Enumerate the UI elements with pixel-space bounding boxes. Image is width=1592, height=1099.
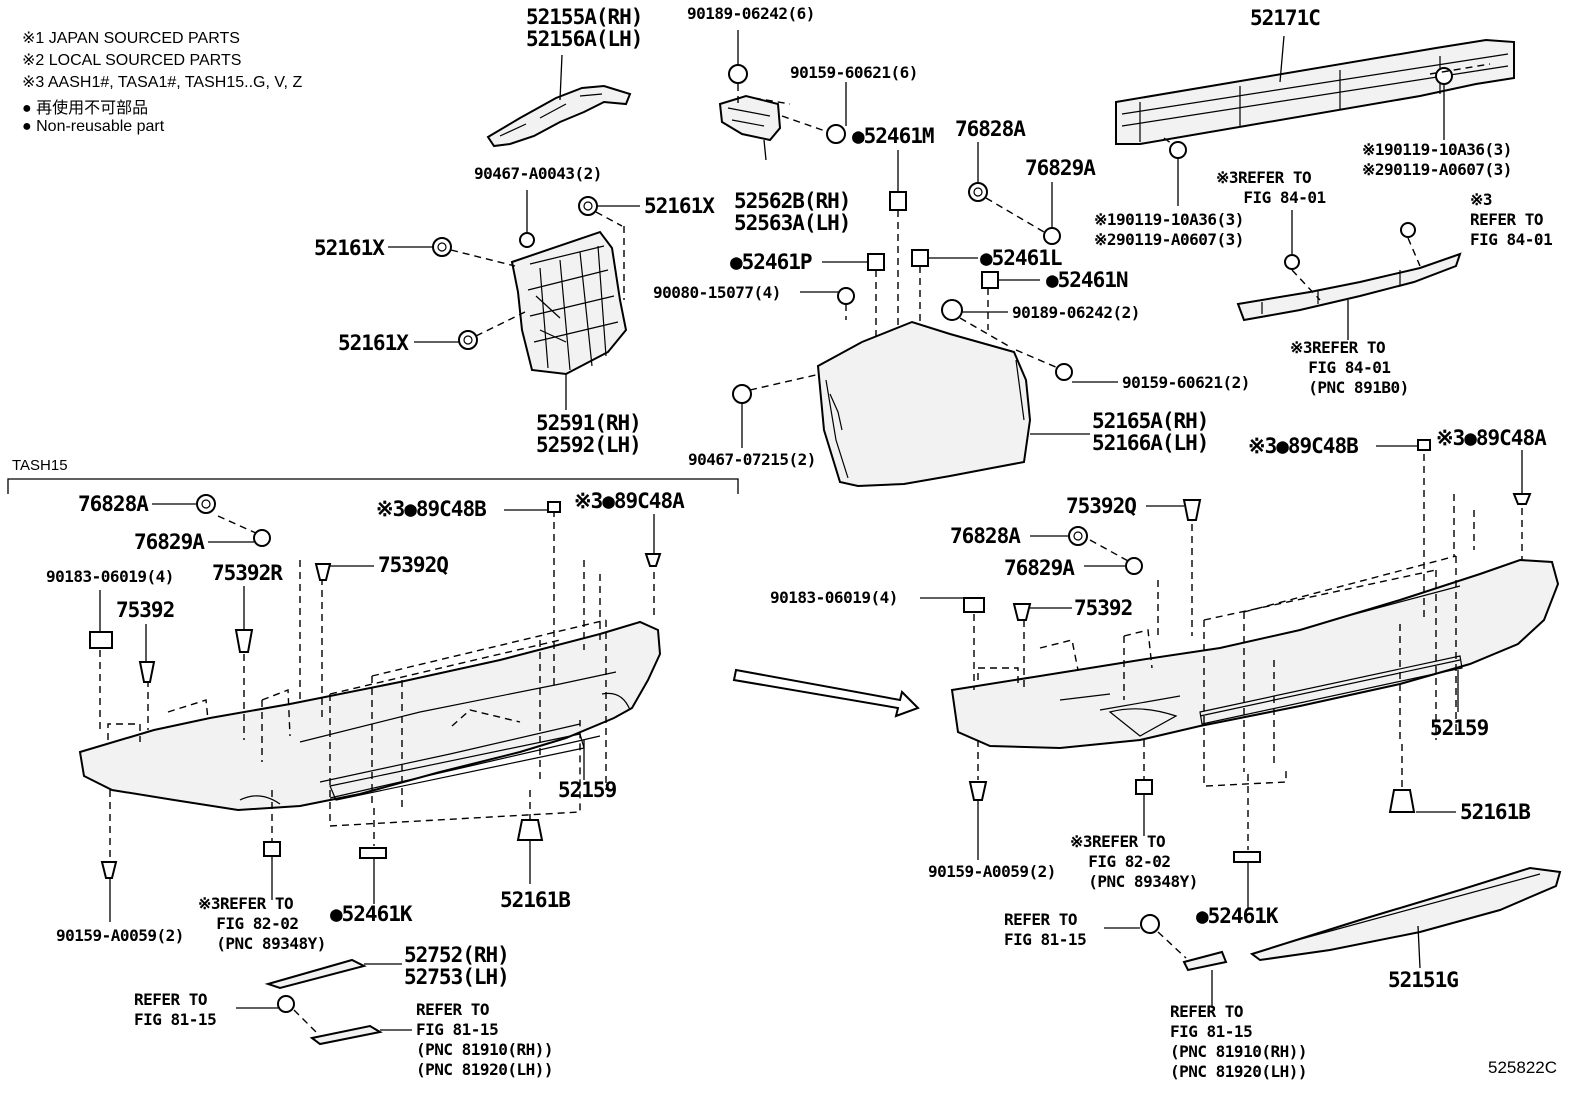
reflector-left-lower: [236, 995, 412, 1046]
label-75392-left: 75392: [116, 598, 175, 622]
label-refer-84-01-a[interactable]: ※3REFER TO FIG 84-01: [1216, 168, 1326, 207]
note-non-reusable-jp: ● 再使用不可部品: [22, 100, 149, 117]
transition-arrow: [732, 668, 920, 718]
reflector-right-lower: [1104, 914, 1228, 1008]
label-52461n: ●52461N: [1046, 268, 1129, 292]
label-90183-right: 90183-06019(4): [770, 588, 898, 607]
label-90159-60621-2: 90159-60621(2): [1122, 373, 1250, 392]
label-52461l: ●52461L: [980, 246, 1063, 270]
label-52159-right: 52159: [1430, 716, 1489, 740]
label-75392r: 75392R: [212, 561, 283, 585]
label-52159-left: 52159: [558, 778, 617, 802]
bumper-left-dashes: [99, 510, 655, 860]
label-89c48b-right: ※3●89C48B: [1248, 434, 1359, 458]
label-76829a-right: 76829A: [1004, 556, 1075, 580]
label-52752: 52752(RH) 52753(LH): [404, 943, 510, 989]
garnish-52151g: [1249, 866, 1562, 969]
label-52461k-left: ●52461K: [330, 902, 413, 926]
label-76828a-top: 76828A: [955, 117, 1026, 141]
label-75392-right: 75392: [1074, 596, 1133, 620]
bumper-left-small-parts: [89, 494, 662, 922]
label-52161x-c: 52161X: [338, 331, 409, 355]
label-75392q-left: 75392Q: [378, 553, 449, 577]
pad-52461m: [889, 150, 907, 440]
label-refer-82-02-right[interactable]: ※3REFER TO FIG 82-02 (PNC 89348Y): [1070, 832, 1198, 891]
label-76828a-right: 76828A: [950, 524, 1021, 548]
label-52562b: 52562B(RH) 52563A(LH): [734, 189, 851, 235]
side-cover-52165a: [816, 320, 1090, 488]
label-52461k-right: ●52461K: [1196, 904, 1279, 928]
note-model-codes: ※3 AASH1#, TASA1#, TASH15..G, V, Z: [22, 74, 303, 91]
label-90159-a0059-left: 90159-A0059(2): [56, 926, 184, 945]
section-tag: TASH15: [12, 457, 68, 474]
label-76829a-top: 76829A: [1025, 156, 1096, 180]
label-refer-81-15-right-b[interactable]: REFER TO FIG 81-15 (PNC 81910(RH)) (PNC …: [1170, 1002, 1308, 1081]
label-90183-left: 90183-06019(4): [46, 567, 174, 586]
label-89c48a-right: ※3●89C48A: [1436, 426, 1547, 450]
label-75392q-right: 75392Q: [1066, 494, 1137, 518]
clip-52161x-c: [414, 311, 526, 350]
clip-90467-07215: [732, 373, 821, 448]
label-90189-06242-6: 90189-06242(6): [687, 4, 815, 23]
label-52171c: 52171C: [1250, 6, 1321, 30]
label-89c48b-left: ※3●89C48B: [376, 497, 487, 521]
bolt-90080: [800, 287, 855, 320]
label-76829a-left: 76829A: [134, 530, 205, 554]
bracket-891b0: [1236, 210, 1462, 340]
label-52461p: ●52461P: [730, 250, 813, 274]
label-90119-right: ※190119-10A36(3) ※290119-A0607(3): [1362, 140, 1512, 179]
label-90467-a0043: 90467-A0043(2): [474, 164, 602, 183]
label-52161b-right: 52161B: [1460, 800, 1531, 824]
bolt-90159-2: [1015, 349, 1118, 383]
label-90189-06242-2: 90189-06242(2): [1012, 303, 1140, 322]
reflector-52752: [264, 958, 402, 990]
label-89c48a-left: ※3●89C48A: [574, 489, 685, 513]
reinforcement-52171c: [1115, 35, 1515, 206]
note-local-sourced: ※2 LOCAL SOURCED PARTS: [22, 52, 242, 69]
label-52161b-left: 52161B: [500, 888, 571, 912]
clip-52161x-b: [578, 196, 640, 300]
label-52151g: 52151G: [1388, 968, 1459, 992]
label-90080-15077: 90080-15077(4): [653, 283, 781, 302]
label-52155a: 52155A(RH) 52156A(LH): [526, 5, 643, 51]
bracket-52562b: [718, 30, 847, 161]
panel-52591: [510, 230, 628, 410]
bumper-right: [950, 558, 1560, 750]
bumper-right-small-parts: [920, 439, 1532, 908]
label-90159-60621-6: 90159-60621(6): [790, 63, 918, 82]
clip-90467-a0043: [519, 190, 535, 248]
label-52161x-b: 52161X: [314, 236, 385, 260]
label-52165a: 52165A(RH) 52166A(LH): [1092, 409, 1209, 455]
drawing-code: 525822C: [1488, 1058, 1558, 1077]
label-90119-left: ※190119-10A36(3) ※290119-A0607(3): [1094, 210, 1244, 249]
label-refer-81-15-right-a[interactable]: REFER TO FIG 81-15: [1004, 910, 1087, 949]
clip-90189-2: [941, 299, 1013, 349]
note-non-reusable-en: ● Non-reusable part: [22, 118, 165, 135]
label-90467-07215: 90467-07215(2): [688, 450, 816, 469]
label-refer-81-15-left-b[interactable]: REFER TO FIG 81-15 (PNC 81910(RH)) (PNC …: [416, 1000, 554, 1079]
tash15-bracket: [7, 478, 739, 494]
bracket-52155a: [486, 54, 632, 148]
label-52591: 52591(RH) 52592(LH): [536, 411, 642, 457]
clip-52161x-a: [388, 237, 516, 267]
label-refer-81-15-left-a[interactable]: REFER TO FIG 81-15: [134, 990, 217, 1029]
label-76828a-left: 76828A: [78, 492, 149, 516]
bumper-right-dashes: [973, 454, 1523, 850]
nut-76828a-top: [968, 142, 1045, 233]
label-refer-84-01-c[interactable]: ※3REFER TO FIG 84-01 (PNC 891B0): [1290, 338, 1409, 397]
label-refer-82-02-left[interactable]: ※3REFER TO FIG 82-02 (PNC 89348Y): [198, 894, 326, 953]
label-90159-a0059-right: 90159-A0059(2): [928, 862, 1056, 881]
bolt-76829a-top: [1043, 182, 1061, 245]
label-refer-84-01-b[interactable]: ※3 REFER TO FIG 84-01: [1470, 190, 1553, 249]
label-52461m: ●52461M: [852, 124, 935, 148]
label-52161x-a: 52161X: [644, 194, 715, 218]
note-japan-sourced: ※1 JAPAN SOURCED PARTS: [22, 30, 240, 47]
pad-52461n: [981, 271, 1040, 330]
